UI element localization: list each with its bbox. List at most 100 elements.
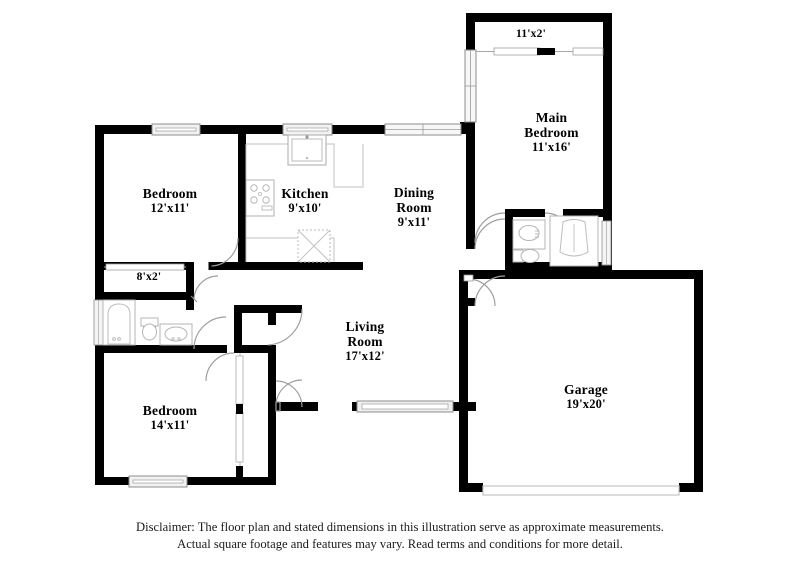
wall-living-bottom-mid (352, 402, 358, 411)
closet-dim-main-bedroom: 11'x2' (516, 28, 546, 40)
closet-label-hall: 8'x2' (111, 271, 187, 284)
main-bath-sink (512, 219, 546, 250)
closet-label-main-bedroom: 11'x2' (491, 28, 571, 41)
window-main-bedroom-left (464, 49, 477, 123)
wall-living-bottom-left (276, 402, 318, 411)
wall-garage-bottom-left (459, 483, 483, 492)
room-dim-bedroom2: 12'x11' (150, 201, 190, 216)
room-label-main-bedroom: Main Bedroom 11'x16' (494, 110, 609, 154)
door-bedroom2[interactable] (208, 237, 239, 270)
door-dining-hall[interactable] (474, 218, 506, 250)
wall-house-left-upper (95, 125, 104, 270)
room-name-living-line2: Room (347, 334, 383, 350)
closet-sliding-doors-hall[interactable] (235, 353, 244, 477)
window-group (93, 47, 612, 488)
hall-bath-sink (159, 323, 193, 346)
door-bedroom3-east[interactable] (275, 380, 303, 408)
wall-stub-dining-door-top (466, 242, 475, 249)
room-label-bedroom2: Bedroom 12'x11' (110, 186, 230, 215)
wall-center-closet-left (234, 305, 242, 353)
room-name-bedroom2: Bedroom (142, 186, 198, 201)
wall-garage-top (459, 270, 703, 279)
wall-main-bedroom-top (466, 13, 612, 22)
wall-hall-closet-bottom (95, 292, 194, 300)
room-dim-garage: 19'x20' (566, 397, 606, 412)
room-dim-main-bedroom: 11'x16' (532, 140, 571, 155)
room-label-bedroom3: Bedroom 14'x11' (110, 403, 230, 432)
room-dim-living: 17'x12' (345, 349, 385, 364)
window-bedroom3-bottom (128, 475, 188, 488)
wall-living-right (459, 270, 468, 411)
room-dim-kitchen: 9'x10' (288, 201, 322, 216)
wall-center-closet-right (268, 305, 276, 325)
main-bath-toilet (512, 249, 540, 263)
disclaimer: Disclaimer: The floor plan and stated di… (0, 519, 800, 552)
kitchen-range (245, 179, 275, 217)
wall-garage-right (694, 270, 703, 492)
door-bedroom3[interactable] (205, 352, 235, 382)
room-dim-dining: 9'x11' (397, 215, 431, 230)
room-name-main-line2: Bedroom (524, 125, 579, 141)
kitchen-dishwasher (297, 229, 331, 263)
wall-main-bedroom-right (603, 13, 612, 217)
wall-stub-living-nw (466, 298, 475, 306)
room-name-dining-line2: Room (396, 200, 432, 216)
wall-bedroom2-kitchen (238, 125, 246, 270)
wall-main-bath-top (505, 209, 543, 217)
window-main-bath-right (601, 220, 612, 266)
door-main-bedroom[interactable] (474, 212, 506, 244)
room-name-living-line1: Living (345, 319, 385, 334)
wall-main-bedroom-left-upper (466, 13, 475, 50)
hall-bath-tub (102, 299, 136, 346)
wall-hall-closet-right (186, 262, 194, 300)
window-living-bottom (356, 400, 454, 413)
wall-center-closet-bottom (234, 345, 276, 353)
wall-stub-mainbed-left-jamb (460, 122, 475, 131)
wall-bedroom2-south-stub (210, 262, 246, 270)
wall-main-bath-interior-div (543, 209, 545, 217)
window-kitchen-top (282, 123, 333, 136)
window-dining-top (384, 123, 462, 136)
main-bath-tub (549, 215, 599, 267)
room-dim-bedroom3: 14'x11' (150, 418, 190, 433)
kitchen-sink (287, 134, 327, 166)
room-name-main-line1: Main (535, 110, 568, 125)
wall-hall-bath-right (186, 300, 194, 310)
room-label-living: Living Room 17'x12' (310, 319, 420, 363)
door-center-closet[interactable] (267, 308, 303, 346)
hall-bath-toilet (140, 317, 159, 341)
door-garage-entry[interactable] (463, 274, 496, 307)
wall-bedroom3-right (268, 407, 276, 485)
room-label-garage: Garage 19'x20' (526, 382, 646, 411)
room-name-bedroom3: Bedroom (142, 403, 198, 418)
disclaimer-line-1: Disclaimer: The floor plan and stated di… (136, 520, 664, 534)
fixture-group (102, 134, 680, 496)
door-hall-closet[interactable] (190, 275, 219, 303)
wall-hall-closet-left (95, 262, 104, 300)
wall-center-vert-long (268, 345, 276, 407)
window-hall-closet-rail (104, 263, 186, 271)
closet-door-main-bedroom[interactable] (476, 47, 604, 56)
wall-bedroom3-bottom-b (186, 477, 276, 485)
room-label-kitchen: Kitchen 9'x10' (250, 186, 360, 215)
door-hall-bathroom[interactable] (193, 316, 227, 350)
wall-main-bath-left (505, 209, 513, 269)
room-name-garage: Garage (564, 382, 608, 397)
disclaimer-line-2: Actual square footage and features may v… (177, 536, 623, 551)
wall-bedroom3-bottom-a (95, 477, 129, 485)
wall-kitchen-south (238, 262, 363, 270)
window-bedroom2-top (151, 123, 201, 136)
room-name-kitchen: Kitchen (281, 186, 329, 201)
window-hall-bath-left (93, 299, 104, 346)
wall-main-bath-top-b (563, 209, 612, 217)
door-living-west[interactable] (275, 379, 303, 412)
wall-garage-bottom-right (679, 483, 703, 492)
garage-door[interactable] (482, 485, 680, 496)
wall-dining-right (466, 130, 475, 248)
room-label-dining: Dining Room 9'x11' (359, 185, 469, 229)
wall-bedroom3-left (95, 345, 104, 485)
wall-hall-bath-bottom (95, 345, 227, 353)
closet-dim-hall: 8'x2' (136, 271, 162, 283)
